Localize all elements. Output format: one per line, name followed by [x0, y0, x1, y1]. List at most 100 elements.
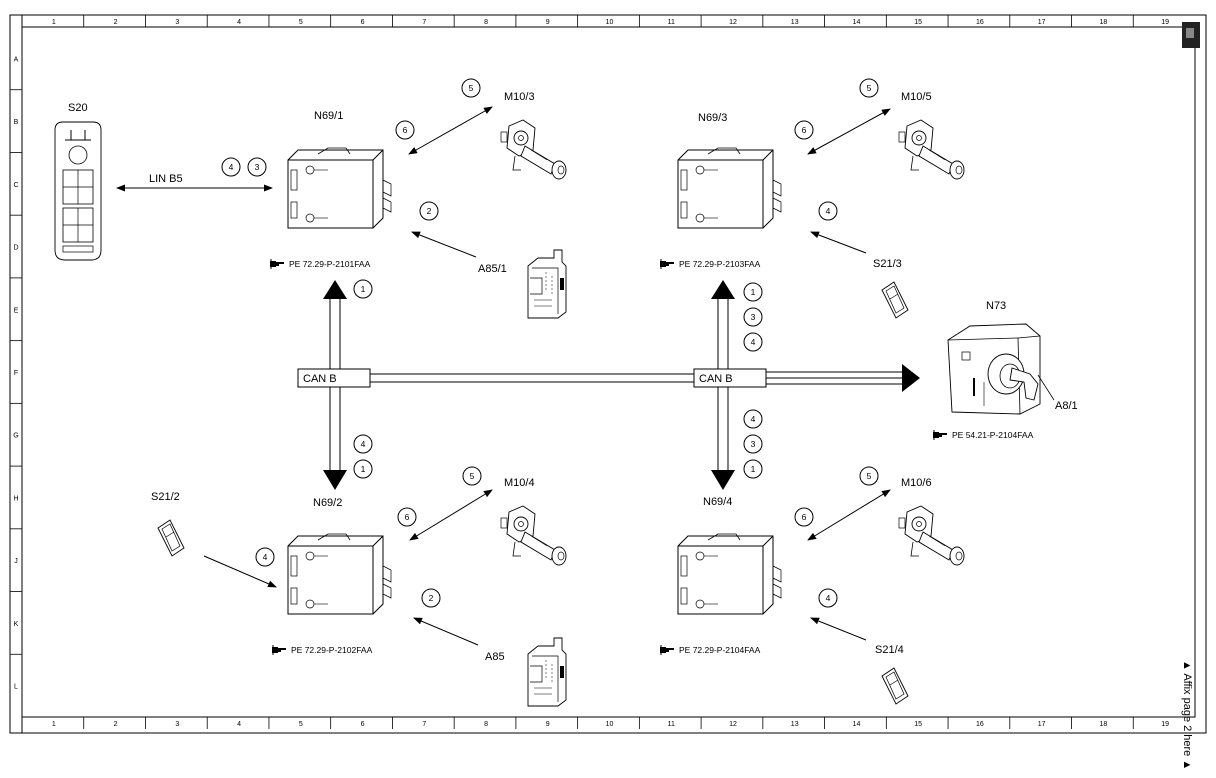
- signal-badge: 4: [255, 547, 275, 567]
- grid-column-label: 15: [914, 19, 922, 26]
- pointing-hand-icon: [659, 644, 675, 656]
- n73-ref: PE 54.21-P-2104FAA: [952, 430, 1034, 440]
- n69-3-label: N69/3: [698, 112, 727, 124]
- signal-badge: 2: [421, 588, 441, 608]
- grid-column-label: 2: [114, 721, 118, 728]
- grid-row-label: B: [14, 119, 19, 126]
- signal-badge: 2: [419, 201, 439, 221]
- signal-badge: 4: [221, 157, 241, 177]
- svg-text:1: 1: [751, 287, 756, 297]
- m10-6-label: M10/6: [901, 477, 932, 489]
- grid-row-label: C: [13, 182, 18, 189]
- signal-badge: 3: [743, 434, 763, 454]
- grid-column-label: 10: [606, 19, 614, 26]
- can-branch-right: [711, 280, 735, 490]
- signal-badge: 5: [462, 466, 482, 486]
- grid-column-label: 19: [1161, 721, 1169, 728]
- grid-column-label: 17: [1038, 721, 1046, 728]
- signal-badge: 4: [743, 409, 763, 429]
- svg-text:5: 5: [470, 471, 475, 481]
- svg-text:4: 4: [361, 439, 366, 449]
- grid-column-label: 12: [729, 19, 737, 26]
- ignition-lock-icon: [947, 323, 1041, 415]
- pointing-hand-icon: [271, 644, 287, 656]
- a85-1-label: A85/1: [478, 263, 507, 275]
- n73-label: N73: [986, 300, 1006, 312]
- svg-text:CAN B: CAN B: [699, 373, 733, 385]
- svg-text:2: 2: [429, 593, 434, 603]
- svg-text:3: 3: [751, 312, 756, 322]
- signal-badge: 6: [397, 507, 417, 527]
- signal-badge: 5: [461, 78, 481, 98]
- can-bus-right-box: CAN B: [693, 368, 767, 388]
- grid-row-label: J: [14, 558, 18, 565]
- grid-column-label: 13: [791, 721, 799, 728]
- lin-bus-label: LIN B5: [149, 173, 183, 185]
- m10-3-label: M10/3: [504, 91, 535, 103]
- a85-label: A85: [485, 651, 505, 663]
- drawing-frame: [9, 14, 1207, 734]
- svg-text:3: 3: [255, 162, 260, 172]
- s21-4-label: S21/4: [875, 644, 904, 656]
- signal-badge: 6: [794, 507, 814, 527]
- can-branch-left: [323, 280, 347, 490]
- grid-column-label: 3: [175, 19, 179, 26]
- svg-text:5: 5: [867, 471, 872, 481]
- grid-row-label: E: [14, 307, 19, 314]
- signal-badge: 4: [818, 201, 838, 221]
- svg-text:4: 4: [826, 206, 831, 216]
- rocker-switch-icon: [157, 519, 185, 557]
- n69-2-ref: PE 72.29-P-2102FAA: [291, 645, 373, 655]
- signal-badge: 1: [353, 279, 373, 299]
- grid-column-label: 14: [853, 721, 861, 728]
- control-unit-icon: [287, 147, 392, 229]
- grid-column-label: 9: [546, 19, 550, 26]
- grid-column-label: 12: [729, 721, 737, 728]
- svg-text:6: 6: [403, 125, 408, 135]
- s21-3-label: S21/3: [873, 258, 902, 270]
- grid-column-label: 1: [52, 721, 56, 728]
- control-unit-icon: [677, 147, 782, 229]
- grid-column-label: 6: [361, 721, 365, 728]
- svg-text:CAN B: CAN B: [303, 373, 337, 385]
- n69-3-ref: PE 72.29-P-2103FAA: [679, 259, 761, 269]
- grid-column-label: 7: [422, 721, 426, 728]
- affix-note: ▲ Affix page 2 here ▲: [1181, 660, 1193, 770]
- grid-column-label: 1: [52, 19, 56, 26]
- window-switch-panel-icon: [54, 121, 102, 261]
- grid-column-label: 15: [914, 721, 922, 728]
- grid-column-label: 16: [976, 721, 984, 728]
- s21-2-label: S21/2: [151, 491, 180, 503]
- grid-column-label: 2: [114, 19, 118, 26]
- grid-column-label: 7: [422, 19, 426, 26]
- m10-5-label: M10/5: [901, 91, 932, 103]
- grid-column-label: 5: [299, 721, 303, 728]
- rocker-switch-icon: [881, 281, 909, 319]
- n69-4-ref: PE 72.29-P-2104FAA: [679, 645, 761, 655]
- grid-column-label: 18: [1099, 19, 1107, 26]
- grid-row-label: H: [13, 495, 18, 502]
- grid-column-label: 8: [484, 721, 488, 728]
- svg-text:6: 6: [802, 125, 807, 135]
- svg-text:4: 4: [826, 593, 831, 603]
- signal-badge: 4: [353, 434, 373, 454]
- window-motor-icon: [500, 119, 567, 180]
- grid-row-label: D: [13, 245, 18, 252]
- grid-column-label: 13: [791, 19, 799, 26]
- svg-text:1: 1: [361, 284, 366, 294]
- grid-row-label: K: [14, 621, 19, 628]
- svg-text:3: 3: [751, 439, 756, 449]
- signal-badge: 6: [794, 120, 814, 140]
- svg-text:5: 5: [469, 83, 474, 93]
- svg-text:6: 6: [405, 512, 410, 522]
- door-lock-icon: [527, 637, 567, 707]
- svg-text:2: 2: [427, 206, 432, 216]
- grid-column-label: 3: [175, 721, 179, 728]
- signal-badge: 5: [859, 78, 879, 98]
- signal-badge: 4: [818, 588, 838, 608]
- grid-column-label: 19: [1161, 19, 1169, 26]
- grid-column-label: 4: [237, 19, 241, 26]
